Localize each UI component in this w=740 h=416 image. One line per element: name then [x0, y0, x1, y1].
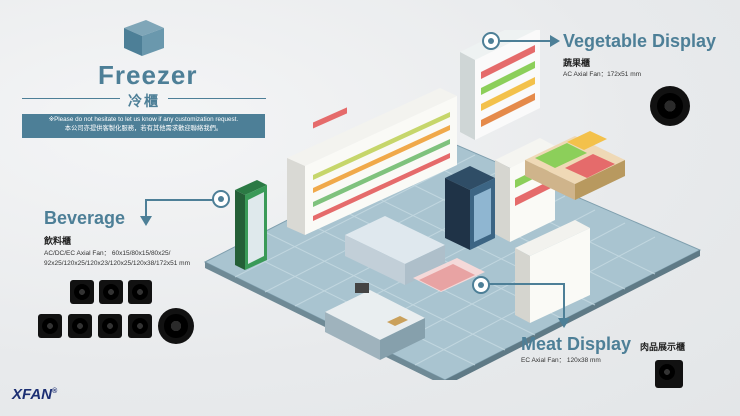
beverage-fan-icon	[99, 280, 123, 304]
beverage-title: Beverage	[44, 208, 126, 228]
beverage-spec-line2: 92x25/120x25/120x23/120x25/120x38/172x51…	[44, 260, 190, 267]
beverage-title-zh: 飲料櫃	[44, 236, 72, 246]
beverage-fan-icon	[70, 280, 94, 304]
beverage-arrow-icon	[140, 199, 214, 226]
beverage-fan-icon	[68, 314, 92, 338]
meat-title-zh: 肉品展示櫃	[640, 342, 686, 352]
title-divider-left	[22, 98, 120, 99]
beverage-fan-icon	[158, 308, 194, 344]
meat-title: Meat Display	[521, 334, 632, 354]
vegetable-arrow-icon	[500, 35, 560, 47]
beverage-fan-icon	[98, 314, 122, 338]
vegetable-title-zh: 蔬果櫃	[563, 58, 591, 68]
customization-notice: ※Please do not hesitate to let us know i…	[22, 114, 265, 138]
freezer-title-zh: 冷櫃	[128, 93, 160, 109]
freezer-box-icon	[124, 20, 164, 56]
logo-registered-mark: ®	[52, 388, 58, 395]
notice-en: ※Please do not hesitate to let us know i…	[48, 116, 239, 123]
xfan-logo: XFAN®	[12, 386, 57, 403]
meat-fan-icon	[655, 360, 683, 388]
title-divider-right	[168, 98, 266, 99]
logo-text: XFAN	[12, 386, 53, 403]
beverage-fan-icon	[38, 314, 62, 338]
notice-zh: 本公司亦提供客製化服務，若有其他需求歡迎聯絡我們。	[64, 124, 223, 132]
store-illustration	[203, 30, 702, 380]
vegetable-title: Vegetable Display	[563, 31, 717, 51]
meat-spec: EC Axial Fan： 120x38 mm	[521, 357, 601, 364]
beverage-spec-line1: AC/DC/EC Axial Fan： 60x15/80x15/80x25/	[44, 250, 171, 257]
vegetable-fan-icon	[650, 86, 690, 126]
freezer-title: Freezer	[98, 60, 198, 90]
beverage-fan-icon	[128, 314, 152, 338]
vegetable-marker-icon	[482, 32, 500, 50]
vegetable-spec: AC Axial Fan：172x51 mm	[563, 71, 642, 78]
meat-arrow-icon	[488, 283, 570, 328]
beverage-fan-icon	[128, 280, 152, 304]
